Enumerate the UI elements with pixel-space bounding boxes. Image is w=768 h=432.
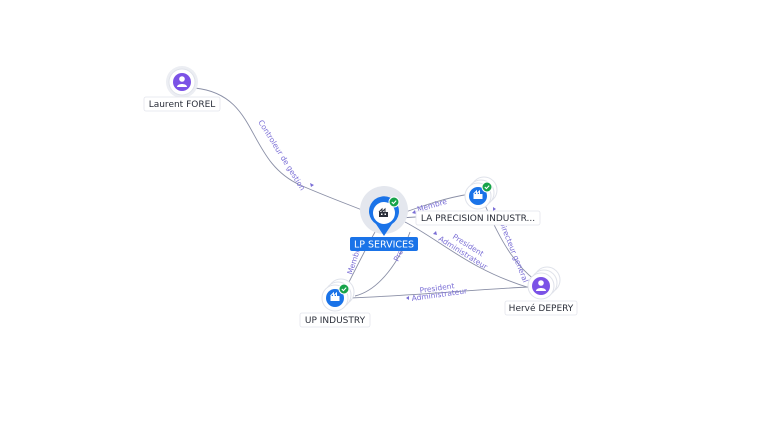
node-label-box [504,300,578,316]
edge-label-controleur: Controleur de gestion [256,118,307,192]
node-label: LA PRECISION INDUSTR... [421,214,535,224]
node-label: Laurent FOREL [149,100,216,110]
edge-up-herve[interactable] [349,286,529,299]
edge-label-directeur: Directeur general [497,219,530,283]
node-laurent-forel[interactable]: Laurent FOREL [143,66,221,112]
arrow-marker [310,183,314,187]
node-label-box [415,210,541,226]
node-label-box [143,96,221,112]
building-icon [469,187,487,205]
building-icon [326,289,344,307]
node-lp-services[interactable]: LP SERVICES [350,186,418,251]
edge-lp-herve[interactable] [404,221,531,289]
node-la-precision[interactable]: LA PRECISION INDUSTR... [415,176,541,226]
edge-arrows [310,183,496,300]
edge-laurent-lp[interactable] [194,87,373,215]
person-icon [173,73,191,91]
arrow-marker [433,231,437,235]
verified-check-icon [481,181,493,193]
node-up-industry[interactable]: UP INDUSTRY [299,278,371,328]
arrow-marker [493,207,496,211]
node-herve-depery[interactable]: Hervé DEPERY [504,266,578,316]
node-label-box [299,312,371,328]
building-icon [378,207,388,217]
node-label: Hervé DEPERY [509,303,574,314]
node-label: LP SERVICES [354,240,414,251]
arrow-marker [406,296,409,300]
person-icon [532,277,550,295]
verified-check-icon [338,283,350,295]
node-label-box-primary [350,237,418,251]
verified-check-icon [388,196,400,208]
arrow-marker [412,210,416,214]
node-label: UP INDUSTRY [305,316,366,326]
